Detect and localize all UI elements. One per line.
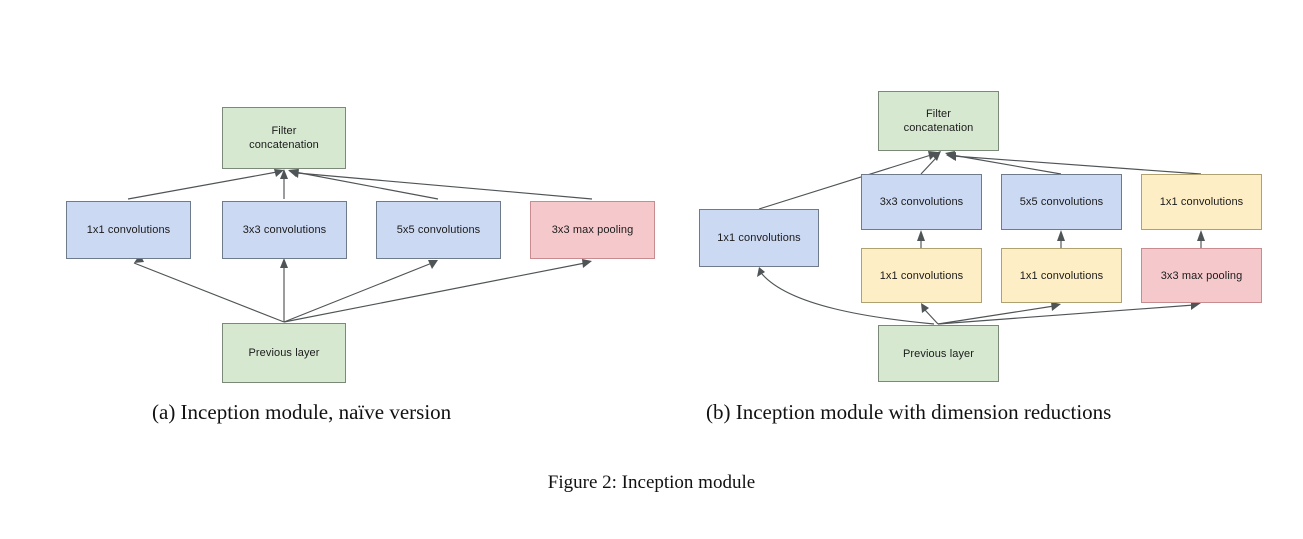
edge-a-prev-to-5x5	[283, 262, 433, 323]
node-b-3x3-convolutions: 3x3 convolutions	[861, 174, 982, 230]
arrowhead-b-reduce-a-to-3x3	[917, 230, 925, 241]
node-b-filter-concatenation: Filter concatenation	[878, 91, 999, 151]
node-b-1x1-reduction-for-3x3: 1x1 convolutions	[861, 248, 982, 303]
arrowhead-b-prev-to-reduce-a	[921, 303, 929, 313]
edge-b-prev-to-reduce-a	[924, 309, 939, 325]
edge-a-maxpool-to-concat	[296, 172, 593, 200]
node-a-3x3-convolutions: 3x3 convolutions	[222, 201, 347, 259]
node-a-5x5-convolutions: 5x5 convolutions	[376, 201, 501, 259]
edge-a-1x1-to-concat	[127, 171, 278, 200]
node-b-1x1-convolutions-after-pool: 1x1 convolutions	[1141, 174, 1262, 230]
arrowhead-a-maxpool-to-concat	[289, 169, 299, 178]
edge-a-5x5-to-concat	[294, 171, 439, 200]
subcaption-b: (b) Inception module with dimension redu…	[706, 400, 1112, 424]
arrowhead-b-3x3-to-concat	[931, 151, 941, 161]
edge-b-1x1-after-pool-to-concat	[952, 155, 1202, 175]
arrowhead-b-prev-to-reduce-b	[1051, 302, 1061, 311]
node-a-3x3-max-pooling: 3x3 max pooling	[530, 201, 655, 259]
node-b-3x3-max-pooling: 3x3 max pooling	[1141, 248, 1262, 303]
arrowhead-b-maxpool-to-1x1	[1197, 230, 1205, 241]
arrowhead-a-5x5-to-concat	[288, 169, 298, 177]
edge-a-prev-to-maxpool	[283, 262, 586, 323]
arrowhead-b-1x1-direct-to-concat	[928, 151, 938, 160]
node-a-1x1-convolutions: 1x1 convolutions	[66, 201, 191, 259]
arrowhead-b-5x5-to-concat	[945, 151, 955, 160]
subcaption-a: (a) Inception module, naïve version	[152, 400, 452, 424]
node-b-1x1-convolutions-direct: 1x1 convolutions	[699, 209, 819, 267]
arrowhead-a-1x1-to-concat	[274, 169, 284, 177]
figure-caption: Figure 2: Inception module	[547, 472, 756, 493]
edge-b-5x5-to-concat	[951, 154, 1062, 175]
edge-b-prev-to-reduce-b	[937, 305, 1055, 325]
arrowhead-a-prev-to-maxpool	[582, 259, 592, 268]
arrowhead-a-prev-to-5x5	[428, 260, 438, 269]
edge-b-3x3-to-concat	[920, 157, 937, 175]
node-b-5x5-convolutions: 5x5 convolutions	[1001, 174, 1122, 230]
node-a-previous-layer: Previous layer	[222, 323, 346, 383]
node-a-filter-concatenation: Filter concatenation	[222, 107, 346, 169]
arrowhead-b-reduce-b-to-5x5	[1057, 230, 1065, 241]
edge-b-prev-to-maxpool	[937, 304, 1195, 325]
arrowhead-a-prev-to-3x3	[280, 258, 288, 268]
arrowhead-b-prev-to-1x1-direct	[757, 267, 765, 277]
node-b-1x1-reduction-for-5x5: 1x1 convolutions	[1001, 248, 1122, 303]
edge-a-prev-to-1x1	[133, 262, 285, 323]
node-b-previous-layer: Previous layer	[878, 325, 999, 382]
arrowhead-b-1x1-after-pool-to-concat	[946, 152, 956, 161]
arrowhead-a-3x3-to-concat	[280, 169, 288, 179]
